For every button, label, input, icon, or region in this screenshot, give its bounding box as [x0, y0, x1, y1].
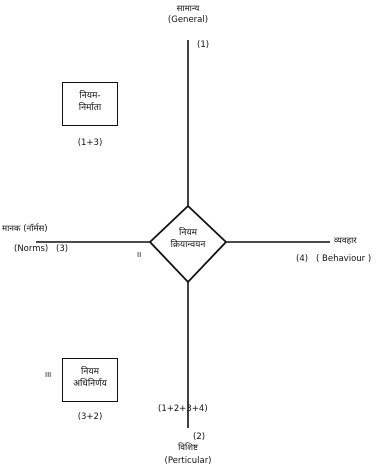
general-label-hindi: सामान्य [176, 4, 200, 14]
behaviour-label-hindi: व्यवहार [334, 236, 357, 246]
rule-implementation-line2: क्रियान्वयन [170, 240, 206, 250]
general-number: (1) [197, 40, 210, 50]
behaviour-number: (4) [296, 254, 309, 264]
rule-maker-line2: निर्माता [78, 103, 102, 113]
center-diamond [148, 204, 228, 284]
sum-formula: (1+2+3+4) [158, 404, 208, 414]
particular-label-hindi: विशिष्ट [178, 443, 198, 453]
norms-label-hindi: मानक (नॉर्मस) [2, 224, 48, 234]
rule-maker-line1: नियम- [79, 91, 101, 101]
roman-numeral-ii: II [137, 251, 142, 259]
rule-maker-formula: (1+3) [77, 138, 103, 148]
rule-maker-box: नियम- निर्माता [62, 82, 118, 126]
general-label-english: (General) [167, 15, 209, 25]
rule-adjudication-line1: नियम [81, 367, 99, 377]
particular-label-english: (Perticular) [164, 456, 212, 466]
norms-label-english: (Norms) [14, 244, 49, 254]
rule-adjudication-box: नियम अधिनिर्णय [62, 358, 118, 402]
norms-number: (3) [56, 244, 69, 254]
rule-implementation-line1: नियम [179, 228, 197, 238]
particular-number: (2) [193, 432, 206, 442]
behaviour-label-english: ( Behaviour ) [316, 254, 372, 264]
roman-numeral-iii: III [45, 371, 52, 379]
rule-adjudication-formula: (3+2) [77, 412, 103, 422]
rule-adjudication-line2: अधिनिर्णय [73, 379, 107, 389]
